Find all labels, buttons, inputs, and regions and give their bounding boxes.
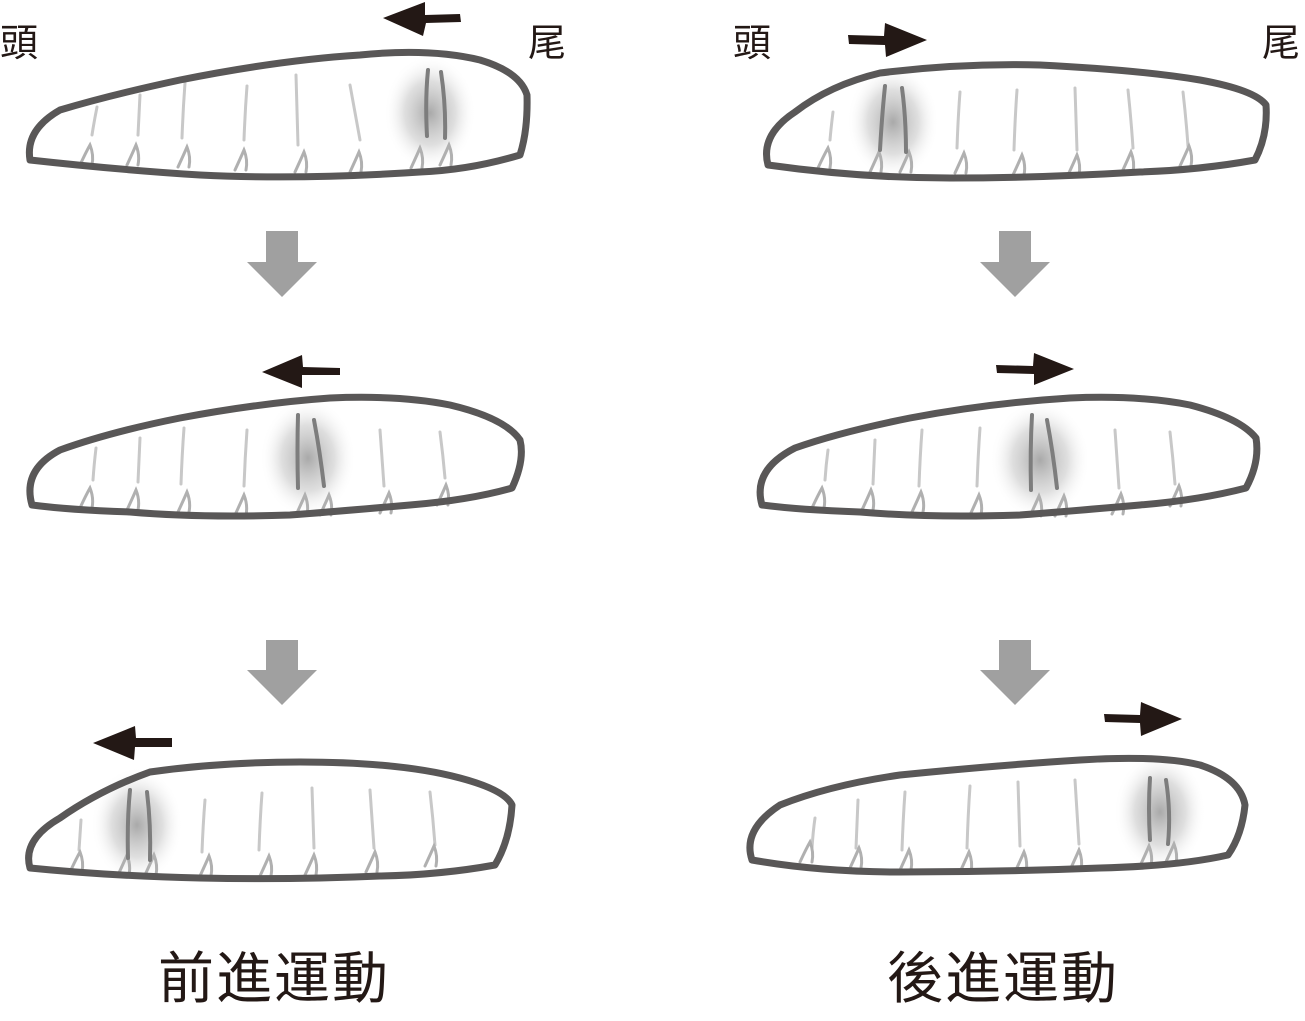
contraction-lines bbox=[1147, 776, 1172, 846]
tail-label: 尾 bbox=[1262, 21, 1301, 65]
direction-arrow-right bbox=[1104, 702, 1182, 736]
head-label: 頭 bbox=[0, 21, 39, 65]
forward-larva-step-3 bbox=[25, 758, 516, 883]
contraction-shade bbox=[990, 400, 1090, 520]
step-arrow-down bbox=[980, 640, 1050, 705]
forward-larva-step-1 bbox=[25, 48, 531, 181]
contraction-lines bbox=[1028, 413, 1059, 492]
body-outline bbox=[746, 754, 1249, 876]
direction-arrow-left bbox=[262, 355, 340, 388]
backward-larva-step-1 bbox=[763, 61, 1270, 182]
step-arrow-down bbox=[247, 231, 317, 297]
backward-larva-step-2 bbox=[756, 393, 1261, 520]
head-label: 頭 bbox=[733, 21, 772, 65]
contraction-shade bbox=[384, 55, 476, 171]
prolegs bbox=[816, 142, 1194, 177]
body-outline bbox=[25, 758, 516, 883]
backward-larva-step-3 bbox=[746, 752, 1249, 876]
segment-lines bbox=[90, 73, 362, 147]
segment-lines bbox=[810, 778, 1081, 852]
body-outline bbox=[756, 393, 1261, 520]
body-outline bbox=[25, 48, 531, 181]
contraction-lines bbox=[125, 788, 153, 862]
contraction-shade bbox=[260, 398, 356, 518]
contraction-shade bbox=[1114, 752, 1206, 872]
contraction-shade bbox=[91, 767, 183, 883]
step-arrow-down bbox=[980, 231, 1050, 297]
segment-lines bbox=[91, 426, 447, 488]
segment-lines bbox=[823, 426, 1177, 490]
step-arrow-down bbox=[247, 640, 317, 705]
backward-movement-caption: 後進運動 bbox=[887, 947, 1119, 1012]
direction-arrow-left bbox=[383, 2, 461, 36]
prolegs bbox=[798, 838, 1179, 874]
direction-arrow-left bbox=[93, 726, 172, 760]
forward-movement-caption: 前進運動 bbox=[158, 947, 390, 1012]
segment-lines bbox=[77, 786, 437, 854]
contraction-shade bbox=[847, 64, 939, 180]
tail-label: 尾 bbox=[528, 21, 567, 65]
direction-arrow-right bbox=[848, 23, 927, 57]
contraction-lines bbox=[295, 413, 326, 490]
direction-arrow-right bbox=[996, 353, 1074, 385]
contraction-lines bbox=[878, 84, 908, 154]
body-outline bbox=[26, 393, 525, 520]
contraction-lines bbox=[424, 68, 448, 140]
body-outline bbox=[763, 61, 1270, 182]
segment-lines bbox=[828, 86, 1190, 152]
forward-larva-step-2 bbox=[26, 393, 525, 520]
prolegs bbox=[78, 141, 454, 174]
